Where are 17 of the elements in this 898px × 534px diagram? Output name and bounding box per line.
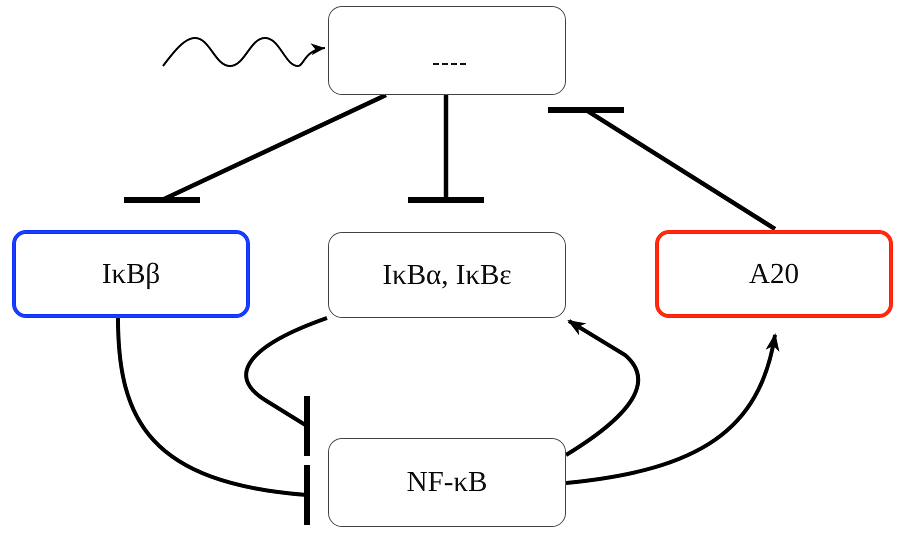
node-label: IκBα, IκBε: [382, 258, 512, 292]
inhibition-line: [116, 318, 310, 525]
protein-box: [328, 438, 566, 527]
blank-box: [328, 6, 566, 95]
wavy-arrow: [162, 37, 326, 67]
node-label: IκBβ: [102, 258, 160, 290]
inhibition-line: [408, 95, 484, 203]
protein-box: [655, 230, 893, 318]
node-label: NF-κB: [406, 466, 488, 499]
inhibition-line: [244, 316, 328, 456]
inhibition-line: [124, 92, 387, 203]
protein-box: [328, 232, 566, 318]
arrow: [566, 333, 779, 485]
arrow: [564, 319, 640, 457]
node-label: A20: [749, 258, 799, 290]
protein-box: [12, 230, 250, 318]
inhibition-line: [548, 107, 776, 231]
